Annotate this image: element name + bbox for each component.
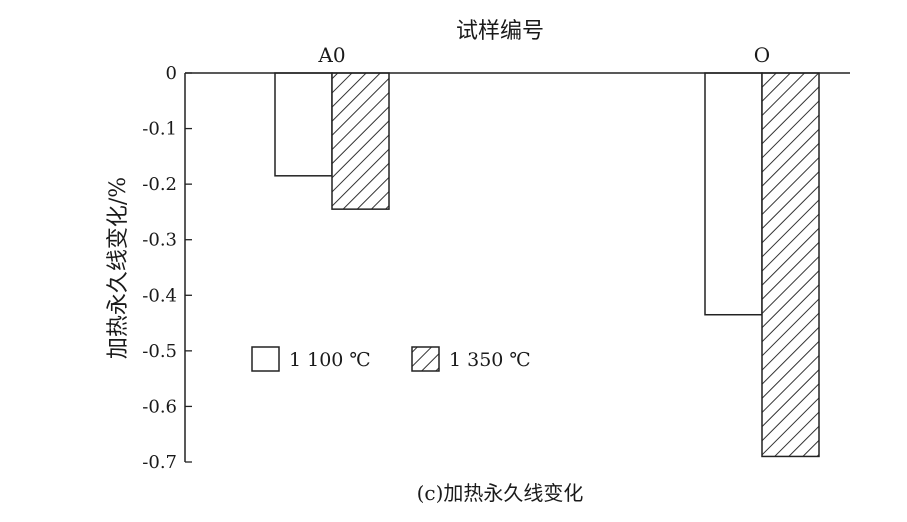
y-ticks: 0 -0.1 -0.2 -0.3 -0.4 -0.5 -0.6 -0.7 <box>142 63 192 473</box>
category-label-o: O <box>754 43 770 67</box>
y-tick-label: 0 <box>166 63 177 84</box>
y-tick-label: -0.2 <box>142 174 177 195</box>
x-axis-title: 试样编号 <box>456 19 544 44</box>
y-tick-label: -0.1 <box>142 119 177 140</box>
bar-o-series-1 <box>704 72 763 316</box>
y-tick-label: -0.6 <box>142 396 177 417</box>
y-tick-label: -0.5 <box>142 341 177 362</box>
bars-layer <box>274 72 820 458</box>
legend-label-2: 1 350 ℃ <box>449 349 531 371</box>
y-tick-label: -0.3 <box>142 230 177 251</box>
axes-layer <box>184 72 850 462</box>
category-label-a0: A0 <box>317 43 345 67</box>
legend-swatch-2 <box>411 346 440 372</box>
category-labels: A0 O <box>317 43 770 67</box>
y-tick-label: -0.7 <box>142 452 177 473</box>
legend: 1 100 ℃ 1 350 ℃ <box>251 346 531 372</box>
bar-o-series-2 <box>761 72 820 458</box>
y-axis-title: 加热永久线变化/% <box>106 177 131 359</box>
bar-a0-series-1 <box>274 72 333 177</box>
y-tick-label: -0.4 <box>142 285 177 306</box>
figure-caption: (c)加热永久线变化 <box>417 481 584 505</box>
legend-swatch-1 <box>251 346 280 372</box>
bar-a0-series-2 <box>331 72 390 210</box>
legend-label-1: 1 100 ℃ <box>289 349 371 371</box>
